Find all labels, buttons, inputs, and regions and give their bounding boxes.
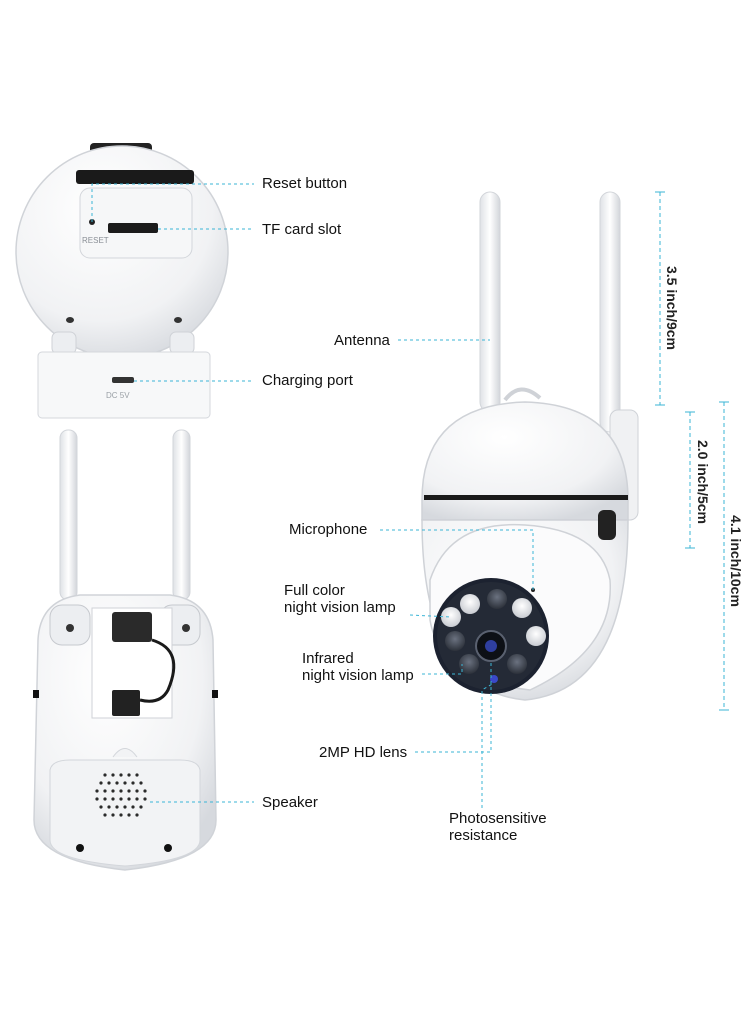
label-photosensitive-line2: resistance [449, 827, 518, 844]
back-view-top: RESET DC 5V [15, 143, 229, 419]
photoresistor-icon [490, 675, 498, 683]
dimension-head: 2.0 inch/5cm [695, 439, 711, 525]
dimension-total: 4.1 inch/10cm [728, 515, 744, 607]
tf-slot-icon [108, 223, 158, 233]
dimension-antenna: 3.5 inch/9cm [664, 265, 680, 351]
label-speaker: Speaker [262, 794, 318, 811]
label-tf-card-slot: TF card slot [262, 221, 342, 238]
label-microphone: Microphone [289, 521, 368, 538]
back-view-bottom [33, 429, 218, 871]
label-infrared-line1: Infrared [302, 650, 354, 667]
label-hd-lens: 2MP HD lens [319, 744, 408, 761]
label-photosensitive-line1: Photosensitive [449, 810, 547, 827]
reset-mark: RESET [82, 236, 109, 245]
label-antenna: Antenna [334, 332, 390, 349]
usb-port-icon [112, 377, 134, 383]
front-view [421, 191, 639, 701]
speaker-grille-icon [95, 773, 147, 817]
label-full-color-line1: Full color [284, 582, 345, 599]
label-full-color-line2: night vision lamp [284, 599, 396, 616]
leader-lines [91, 183, 729, 808]
label-infrared-line2: night vision lamp [302, 667, 414, 684]
label-reset-button: Reset button [262, 175, 348, 192]
label-charging-port: Charging port [262, 372, 353, 389]
svg-text:DC 5V: DC 5V [106, 391, 130, 400]
